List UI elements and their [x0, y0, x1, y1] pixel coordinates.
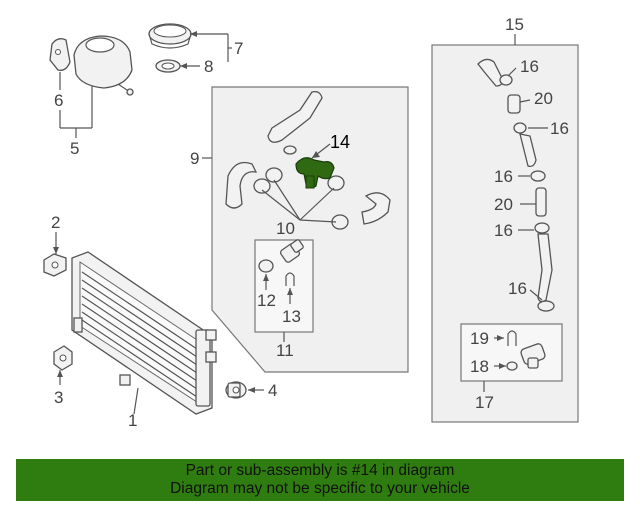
callout-16-a: 16 [520, 57, 539, 76]
connector-20-a[interactable] [507, 94, 521, 114]
hose-clamp-b[interactable] [265, 167, 283, 183]
callout-20-b: 20 [494, 195, 513, 214]
pipe-hose-middle[interactable] [519, 133, 537, 168]
callout-16-c: 16 [494, 167, 513, 186]
reservoir-cap[interactable] [148, 23, 192, 49]
pipe-fitting-17[interactable] [520, 343, 546, 369]
callout-3: 3 [54, 388, 63, 407]
o-ring-18[interactable] [506, 361, 518, 371]
reservoir-bracket[interactable] [49, 38, 71, 71]
callout-8: 8 [204, 57, 213, 76]
radiator[interactable] [71, 251, 217, 415]
box-17-outline [460, 323, 563, 382]
thermostat-housing-part-14[interactable] [295, 157, 335, 189]
radiator-bracket-upper[interactable] [43, 253, 67, 277]
callout-16-e: 16 [508, 279, 527, 298]
coolant-reservoir[interactable] [73, 35, 134, 96]
retaining-clip-13[interactable] [285, 272, 295, 286]
hose-clamp-c[interactable] [327, 175, 345, 191]
callout-5: 5 [70, 139, 79, 158]
clamp-16-e[interactable] [537, 300, 555, 312]
banner-line-2: Diagram may not be specific to your vehi… [170, 480, 470, 497]
callout-12: 12 [257, 291, 276, 310]
callout-18: 18 [470, 357, 489, 376]
callout-7: 7 [234, 39, 243, 58]
o-ring-12[interactable] [258, 259, 274, 273]
cap-seal-ring[interactable] [155, 59, 181, 73]
lower-left-hose[interactable] [225, 161, 258, 209]
callout-numbers: 1 2 3 4 5 6 7 8 9 10 11 12 13 14 15 16 2… [51, 15, 569, 430]
callout-11: 11 [276, 341, 294, 360]
callout-15: 15 [505, 15, 524, 34]
callout-14: 14 [330, 132, 350, 152]
callout-17: 17 [475, 393, 494, 412]
callout-19: 19 [470, 329, 489, 348]
radiator-bracket-lower[interactable] [53, 345, 73, 371]
sensor-fitting-11[interactable] [279, 239, 304, 263]
clamp-16-b[interactable] [513, 122, 527, 134]
parts-diagram: 1 2 3 4 5 6 7 8 9 10 11 12 13 14 15 16 2… [43, 15, 579, 430]
callout-6: 6 [54, 91, 63, 110]
connector-20-b[interactable] [535, 187, 547, 217]
callout-10: 10 [276, 219, 295, 238]
clamp-16-a[interactable] [499, 74, 513, 86]
hose-clamp-small[interactable] [283, 145, 297, 155]
callout-2: 2 [51, 213, 60, 232]
callout-1: 1 [128, 411, 137, 430]
callout-9: 9 [190, 149, 199, 168]
banner-line-1: Part or sub-assembly is #14 in diagram [185, 462, 455, 479]
clamp-16-c[interactable] [530, 170, 546, 182]
clamp-16-d[interactable] [534, 222, 550, 234]
callout-20-a: 20 [534, 89, 553, 108]
info-banner: Part or sub-assembly is #14 in diagram D… [16, 459, 624, 501]
temperature-sensor[interactable] [225, 381, 247, 399]
callout-13: 13 [282, 307, 301, 326]
callout-4: 4 [268, 381, 277, 400]
callout-16-b: 16 [550, 119, 569, 138]
leader-arrowheads [53, 31, 506, 393]
upper-hose[interactable] [267, 90, 323, 143]
hose-clamp-a[interactable] [253, 178, 271, 194]
callout-16-d: 16 [494, 221, 513, 240]
lower-right-hose[interactable] [361, 192, 391, 225]
clip-19[interactable] [507, 330, 517, 346]
